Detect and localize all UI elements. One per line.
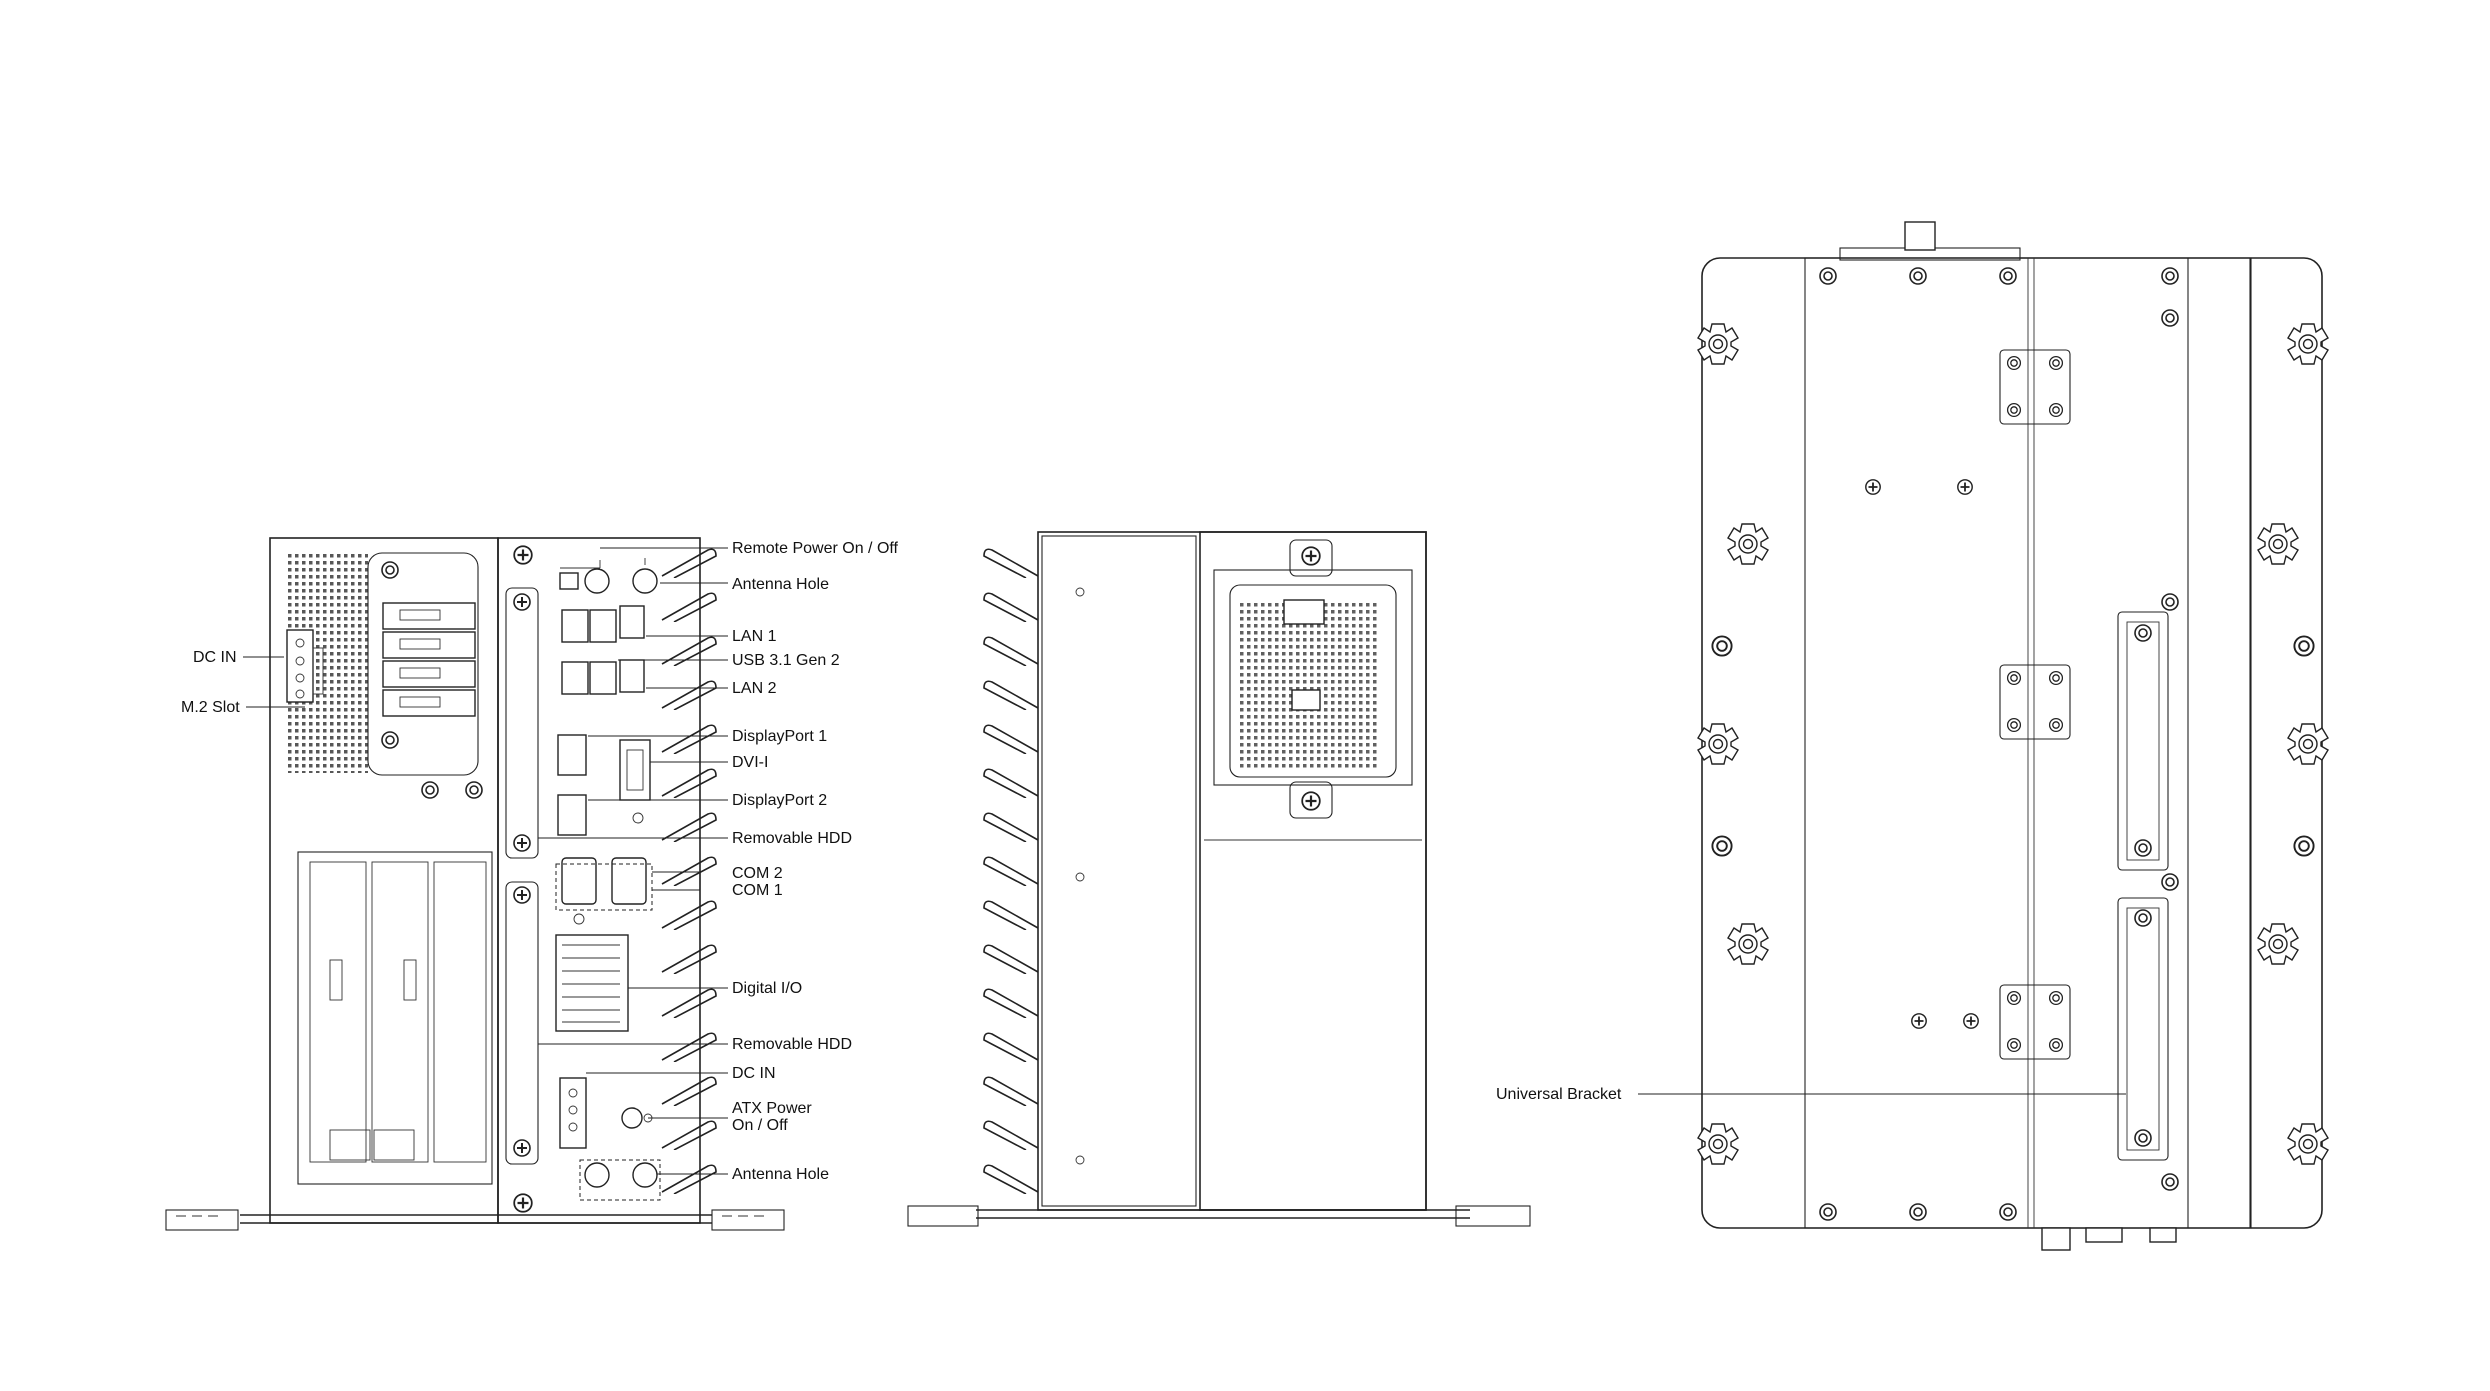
side-view [907,531,1531,1227]
label-digital-io: Digital I/O [732,980,802,997]
label-lan1: LAN 1 [732,628,777,645]
label-antenna-hole-top: Antenna Hole [732,576,829,593]
label-displayport2: DisplayPort 2 [732,792,827,809]
label-antenna-hole-bottom: Antenna Hole [732,1166,829,1183]
label-com2: COM 2 [732,865,783,882]
label-com1: COM 1 [732,882,783,899]
label-dc-in-left: DC IN [193,649,237,666]
label-dvi: DVI-I [732,754,768,771]
label-removable-hdd-top: Removable HDD [732,830,852,847]
front-view: DC IN M.2 Slot Remote Power On / Off Ant… [165,537,899,1231]
label-lan2: LAN 2 [732,680,777,697]
label-displayport1: DisplayPort 1 [732,728,827,745]
label-dc-in-right: DC IN [732,1065,776,1082]
label-atx-power-line2: On / Off [732,1117,788,1134]
label-atx-power-line1: ATX Power [732,1100,812,1117]
label-m2-slot: M.2 Slot [181,699,240,716]
label-removable-hdd-bottom: Removable HDD [732,1036,852,1053]
top-view: Universal Bracket [1496,221,2329,1251]
label-usb: USB 3.1 Gen 2 [732,652,840,669]
label-remote-power: Remote Power On / Off [732,540,899,557]
label-universal-bracket: Universal Bracket [1496,1086,1622,1103]
